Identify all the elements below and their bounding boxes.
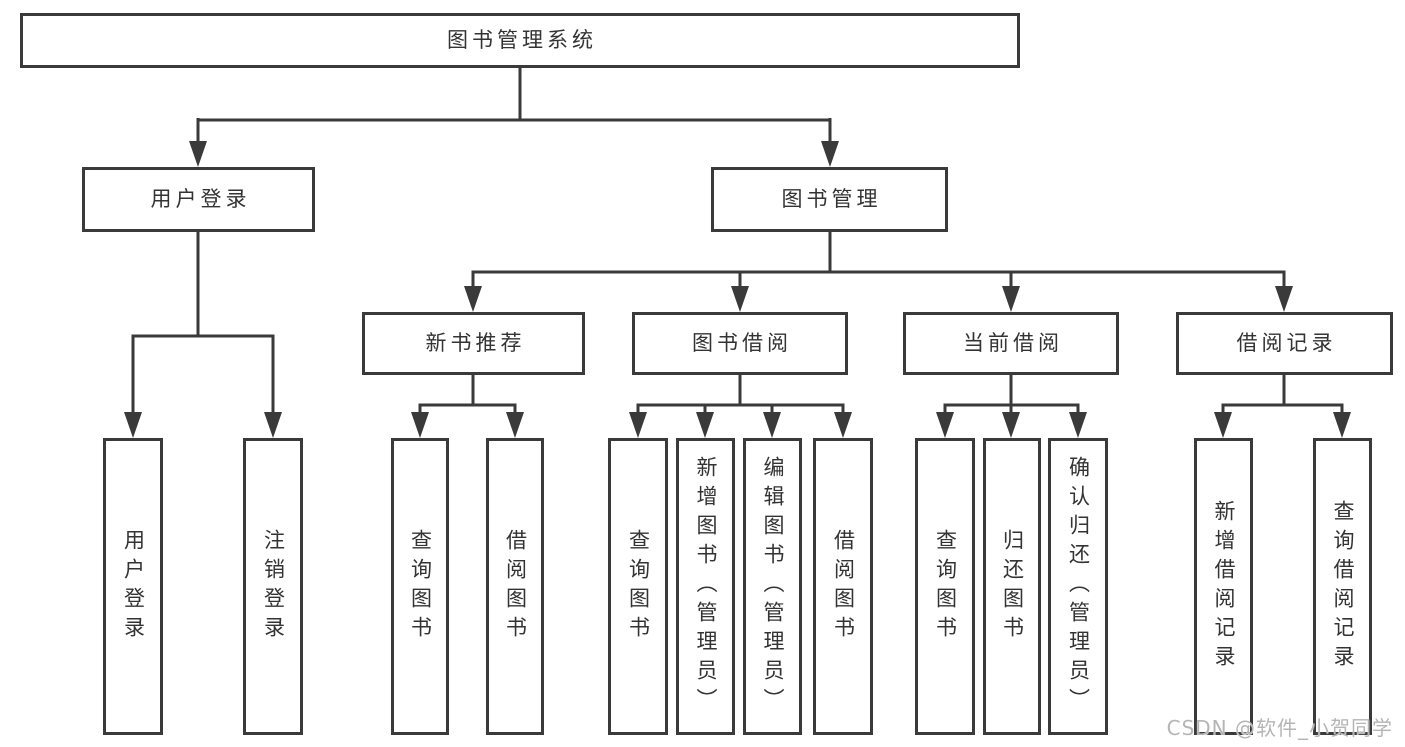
- leaf-query-borrow-record: 查询借阅记录: [1313, 438, 1372, 735]
- leaf-query-books-borrowing: 查询图书: [608, 438, 668, 735]
- arrow-down-icon: [124, 412, 142, 438]
- leaf-borrow-books-borrowing-label: 借阅图书: [831, 528, 856, 645]
- arrow-down-icon: [1002, 286, 1020, 312]
- leaf-add-borrow-record: 新增借阅记录: [1194, 438, 1253, 735]
- leaf-add-book-admin: 新增图书（管理员）: [676, 438, 735, 735]
- arrow-down-icon: [1069, 412, 1087, 438]
- leaf-borrow-books-borrowing: 借阅图书: [813, 438, 873, 735]
- arrow-down-icon: [189, 141, 207, 167]
- arrow-down-icon: [411, 412, 429, 438]
- node-library-management-system-label: 图书管理系统: [447, 27, 597, 52]
- node-book-borrowing-label: 图书借阅: [692, 330, 792, 355]
- leaf-query-books-recommend-label: 查询图书: [408, 528, 433, 645]
- arrow-down-icon: [763, 412, 781, 438]
- node-book-management: 图书管理: [711, 167, 948, 232]
- leaf-query-books-borrowing-label: 查询图书: [626, 528, 651, 645]
- connector-path: [131, 68, 1344, 416]
- arrow-down-icon: [1333, 412, 1351, 438]
- node-current-borrowing: 当前借阅: [903, 312, 1119, 375]
- arrow-down-icon: [1214, 412, 1232, 438]
- leaf-borrow-books-recommend: 借阅图书: [486, 438, 544, 735]
- arrow-down-icon: [506, 412, 524, 438]
- arrow-down-icon: [731, 286, 749, 312]
- arrow-down-icon: [1275, 286, 1293, 312]
- leaf-return-book: 归还图书: [983, 438, 1041, 735]
- leaf-add-book-admin-label: 新增图书（管理员）: [694, 456, 719, 717]
- leaf-return-book-label: 归还图书: [1000, 528, 1025, 645]
- arrow-down-icon: [936, 412, 954, 438]
- leaf-logout: 注销登录: [243, 438, 303, 735]
- node-book-borrowing: 图书借阅: [632, 312, 848, 375]
- arrow-down-icon: [464, 286, 482, 312]
- node-borrowing-records: 借阅记录: [1176, 312, 1393, 375]
- leaf-query-books-current-label: 查询图书: [933, 528, 958, 645]
- leaf-add-borrow-record-label: 新增借阅记录: [1212, 499, 1237, 674]
- node-borrowing-records-label: 借阅记录: [1236, 330, 1337, 355]
- arrow-down-icon: [696, 412, 714, 438]
- leaf-query-books-recommend: 查询图书: [391, 438, 449, 735]
- node-current-borrowing-label: 当前借阅: [963, 330, 1063, 355]
- node-book-management-label: 图书管理: [781, 186, 882, 211]
- node-new-book-recommendation: 新书推荐: [362, 312, 585, 375]
- leaf-query-books-current: 查询图书: [915, 438, 975, 735]
- leaf-confirm-return-admin-label: 确认归还（管理员）: [1066, 456, 1091, 717]
- node-new-book-recommendation-label: 新书推荐: [425, 330, 526, 355]
- arrow-down-icon: [1002, 412, 1020, 438]
- node-library-management-system: 图书管理系统: [20, 13, 1020, 68]
- leaf-user-login: 用户登录: [103, 438, 163, 735]
- node-user-login: 用户登录: [82, 167, 315, 232]
- arrowheads: [124, 141, 1351, 438]
- arrow-down-icon: [834, 412, 852, 438]
- arrow-down-icon: [264, 412, 282, 438]
- arrow-down-icon: [629, 412, 647, 438]
- leaf-user-login-label: 用户登录: [121, 528, 146, 645]
- leaf-confirm-return-admin: 确认归还（管理员）: [1048, 438, 1108, 735]
- leaf-logout-label: 注销登录: [261, 528, 286, 645]
- leaf-borrow-books-recommend-label: 借阅图书: [503, 528, 528, 645]
- leaf-edit-book-admin-label: 编辑图书（管理员）: [761, 456, 786, 717]
- leaf-query-borrow-record-label: 查询借阅记录: [1331, 499, 1356, 674]
- node-user-login-label: 用户登录: [150, 186, 251, 211]
- leaf-edit-book-admin: 编辑图书（管理员）: [743, 438, 802, 735]
- arrow-down-icon: [821, 141, 839, 167]
